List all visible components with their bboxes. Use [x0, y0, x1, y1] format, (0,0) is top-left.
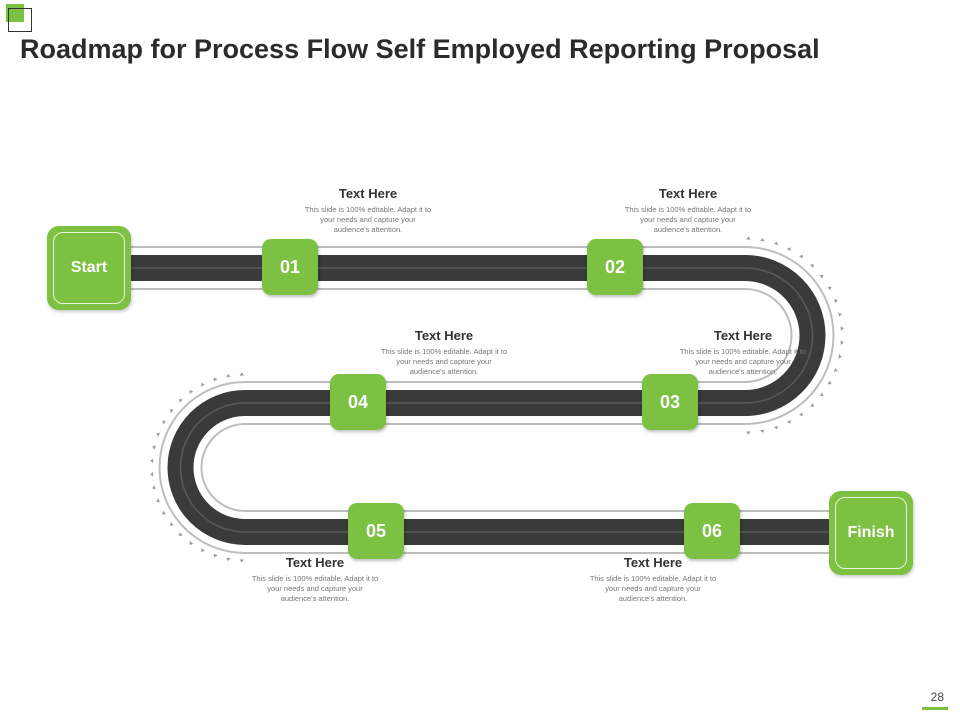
- finish-node: Finish: [829, 491, 913, 575]
- step-number: 04: [347, 391, 369, 412]
- curve-tick-mark: [819, 274, 824, 279]
- curve-tick-mark: [156, 432, 160, 437]
- curve-tick-mark: [746, 431, 751, 435]
- curve-tick-marks: [150, 236, 844, 563]
- step-05-node: 05: [348, 503, 404, 559]
- curve-tick-mark: [169, 522, 174, 526]
- curve-tick-mark: [239, 559, 244, 563]
- curve-tick-mark: [213, 377, 218, 382]
- step-04-info: Text Here This slide is 100% editable. A…: [379, 328, 509, 377]
- step-description: This slide is 100% editable. Adapt it to…: [624, 205, 752, 235]
- curve-tick-mark: [827, 380, 832, 385]
- road-lane-line: [100, 267, 860, 533]
- curve-tick-mark: [178, 398, 183, 403]
- curve-tick-mark: [838, 354, 842, 359]
- curve-tick-mark: [162, 510, 166, 515]
- curve-tick-mark: [833, 367, 838, 372]
- step-description: This slide is 100% editable. Adapt it to…: [380, 347, 508, 377]
- start-label: Start: [70, 259, 108, 276]
- step-number: 06: [701, 520, 723, 541]
- step-heading: Text Here: [285, 555, 345, 570]
- curve-tick-mark: [838, 312, 842, 317]
- curve-tick-mark: [201, 548, 205, 553]
- curve-tick-mark: [827, 286, 832, 291]
- step-03-node: 03: [642, 374, 698, 430]
- curve-tick-mark: [169, 409, 174, 413]
- step-description: This slide is 100% editable. Adapt it to…: [679, 347, 807, 377]
- step-06-node: 06: [684, 503, 740, 559]
- curve-tick-mark: [773, 425, 778, 430]
- curve-tick-mark: [810, 403, 814, 408]
- curve-tick-mark: [178, 532, 183, 537]
- step-description: This slide is 100% editable. Adapt it to…: [304, 205, 432, 235]
- step-number: 01: [279, 256, 301, 277]
- corner-logo: [4, 4, 32, 32]
- finish-label: Finish: [847, 524, 895, 541]
- curve-tick-mark: [840, 326, 844, 331]
- curve-tick-mark: [819, 392, 824, 397]
- step-heading: Text Here: [658, 186, 718, 201]
- step-02-node: 02: [587, 239, 643, 295]
- curve-tick-mark: [833, 299, 838, 304]
- curve-tick-mark: [150, 472, 154, 477]
- curve-tick-mark: [746, 236, 751, 240]
- curve-tick-mark: [786, 247, 791, 252]
- curve-tick-mark: [152, 445, 156, 450]
- step-description: This slide is 100% editable. Adapt it to…: [251, 574, 379, 604]
- step-number: 05: [365, 520, 387, 541]
- slide-title: Roadmap for Process Flow Self Employed R…: [20, 34, 820, 64]
- step-01-info: Text Here This slide is 100% editable. A…: [303, 186, 433, 235]
- step-03-info: Text Here This slide is 100% editable. A…: [678, 328, 808, 377]
- curve-tick-mark: [156, 498, 160, 503]
- curve-tick-mark: [799, 254, 803, 259]
- step-heading: Text Here: [414, 328, 474, 343]
- step-06-info: Text Here This slide is 100% editable. A…: [588, 555, 718, 604]
- step-heading: Text Here: [623, 555, 683, 570]
- curve-tick-mark: [189, 389, 194, 394]
- curve-tick-mark: [840, 340, 844, 345]
- step-heading: Text Here: [338, 186, 398, 201]
- page-number: 28: [930, 690, 944, 704]
- step-number: 02: [604, 256, 626, 277]
- curve-tick-mark: [810, 263, 814, 268]
- curve-tick-mark: [239, 372, 244, 376]
- curve-tick-mark: [786, 419, 791, 424]
- step-04-node: 04: [330, 374, 386, 430]
- curve-tick-mark: [152, 485, 156, 490]
- step-description: This slide is 100% editable. Adapt it to…: [589, 574, 717, 604]
- curve-tick-mark: [201, 382, 205, 387]
- road-surface: [100, 255, 860, 545]
- step-05-info: Text Here This slide is 100% editable. A…: [250, 555, 380, 604]
- step-02-info: Text Here This slide is 100% editable. A…: [623, 186, 753, 235]
- curve-tick-mark: [162, 420, 166, 425]
- step-number: 03: [659, 391, 681, 412]
- curve-tick-mark: [773, 241, 778, 246]
- curve-tick-mark: [760, 429, 765, 434]
- curve-tick-mark: [226, 373, 231, 378]
- curve-tick-mark: [213, 553, 218, 558]
- start-node: Start: [47, 226, 131, 310]
- page-number-accent: [922, 707, 948, 710]
- curve-tick-mark: [226, 557, 231, 562]
- step-heading: Text Here: [713, 328, 773, 343]
- curve-tick-mark: [760, 237, 765, 242]
- curve-tick-mark: [189, 541, 194, 546]
- step-01-node: 01: [262, 239, 318, 295]
- curve-tick-mark: [799, 412, 803, 417]
- logo-outline-square: [8, 8, 32, 32]
- curve-tick-mark: [150, 458, 154, 463]
